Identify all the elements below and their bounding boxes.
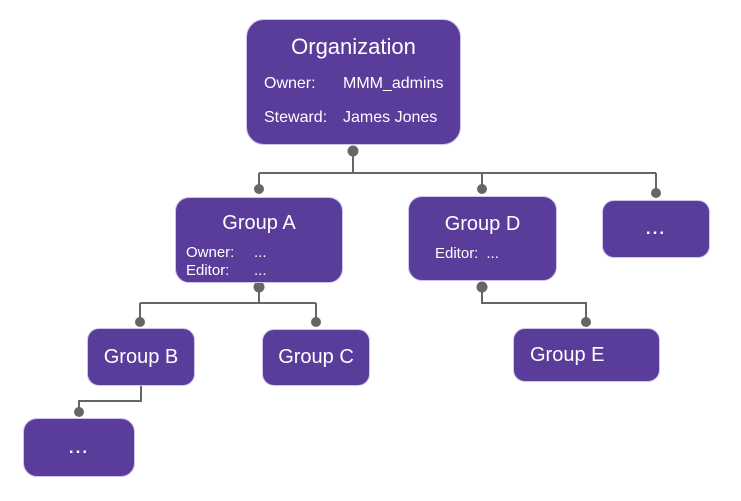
edge-organization-children: [258, 151, 657, 195]
node-title: ...: [645, 219, 667, 238]
node-title: Group A: [222, 212, 296, 234]
field-value: ...: [486, 245, 499, 262]
field-label: Owner:: [264, 75, 316, 92]
node-title: Group E: [530, 343, 605, 366]
field-value: ...: [254, 244, 267, 261]
junction-dot: [476, 281, 488, 293]
node-group-d: Group D Editor: ...: [408, 196, 557, 281]
field-row: Editor: ...: [435, 245, 556, 263]
node-fields: Owner: MMM_admins Steward: James Jones: [247, 74, 460, 127]
junction-dot: [651, 188, 661, 198]
junction-dot: [581, 317, 591, 327]
field-label: Steward:: [264, 109, 328, 126]
node-title: Group D: [444, 213, 521, 235]
field-label: Editor:: [435, 245, 479, 262]
node-fields: Owner: ... Editor: ...: [176, 244, 342, 280]
node-group-e: Group E: [513, 328, 660, 382]
field-label: Owner:: [186, 244, 235, 261]
field-value: ...: [254, 262, 267, 279]
field-row: Steward: James Jones: [264, 108, 460, 127]
field-row: Owner: ...: [186, 244, 342, 262]
node-group-a: Group A Owner: ... Editor: ...: [175, 197, 343, 283]
junction-dot: [347, 145, 359, 157]
field-label: Editor:: [186, 262, 230, 279]
field-row: Owner: MMM_admins: [264, 74, 460, 93]
node-group-c: Group C: [262, 329, 370, 386]
junction-dot: [253, 281, 265, 293]
junction-dot: [254, 184, 264, 194]
node-title: Group C: [278, 346, 354, 368]
node-title: Organization: [291, 34, 416, 59]
junction-dot: [477, 184, 487, 194]
edge-group-b-child: [78, 386, 142, 414]
node-organization: Organization Owner: MMM_admins Steward: …: [246, 19, 461, 145]
junction-dot: [135, 317, 145, 327]
node-fields: Editor: ...: [409, 245, 556, 263]
junction-dot: [74, 407, 84, 417]
node-title: Group B: [103, 345, 179, 368]
node-group-b: Group B: [87, 328, 195, 386]
node-ellipsis-group-b-child: ...: [23, 418, 135, 477]
node-title: ...: [68, 437, 90, 457]
edge-group-d-child: [481, 287, 587, 324]
field-value: James Jones: [343, 109, 438, 126]
field-row: Editor: ...: [186, 262, 342, 280]
edge-group-a-children: [139, 287, 317, 324]
node-ellipsis-org-child: ...: [602, 200, 710, 258]
field-value: MMM_admins: [343, 75, 444, 92]
junction-dot: [311, 317, 321, 327]
